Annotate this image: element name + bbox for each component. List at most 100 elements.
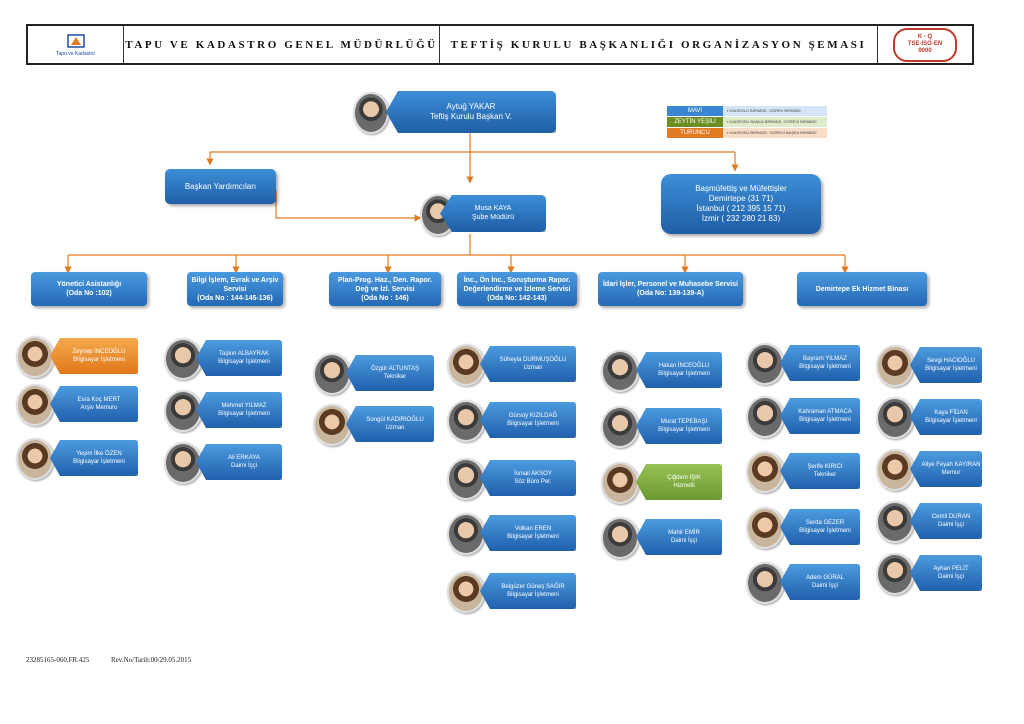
staff-name: Şerife KIRICI <box>807 464 843 470</box>
staff-name: Murat TEPEBAŞI <box>660 419 708 425</box>
staff-photo <box>447 458 485 500</box>
staff-card: Songül KADIRİOĞLU Uzman <box>346 406 434 442</box>
staff-card: Özgür ALTUNTAŞ Tekniker <box>346 355 434 391</box>
header-title-right: TEFTİŞ KURULU BAŞKANLIĞI ORGANİZASYON ŞE… <box>440 26 878 63</box>
staff-title: Arşiv Memuru <box>80 405 118 411</box>
staff-name: Serda GEZER <box>805 520 845 526</box>
staff-title: Bilgisayar İşletmeni <box>73 459 125 465</box>
staff-title: Bilgisayar İşletmeni <box>799 364 851 370</box>
staff-card: Taşkın ALBAYRAK Bilgisayar İşletmeni <box>196 340 282 376</box>
staff-photo <box>601 517 639 559</box>
department-box: Yönetici Asistanlığı(Oda No :102) <box>31 272 147 306</box>
logo-text: Tapu ve Kadastro <box>56 50 95 57</box>
staff-photo <box>876 345 914 387</box>
cert-top: K - Q <box>917 34 933 40</box>
staff-title: Bilgisayar İşletmeni <box>799 528 851 534</box>
department-name: Plan-Prog. Haz., Den. Rapor. Değ ve İzl.… <box>337 276 433 293</box>
staff-photo <box>447 400 485 442</box>
legend-color-label: MAVİ <box>667 106 723 116</box>
staff-photo <box>164 338 202 380</box>
staff-title: Uzman <box>523 365 543 371</box>
legend-row: MAVİ ▪ KADROLU BİRİMDE, GÖREV BİRİMDE <box>667 106 827 116</box>
staff-photo <box>16 438 54 480</box>
deputies-box: Başkan Yardımcıları <box>165 169 276 204</box>
staff-photo <box>447 344 485 386</box>
staff-photo <box>313 404 351 446</box>
staff-name: Zeynep İNCEOĞLU <box>72 349 126 355</box>
staff-title: Bilgisayar İşletmeni <box>658 371 710 377</box>
staff-photo <box>876 553 914 595</box>
staff-photo <box>601 350 639 392</box>
staff-photo <box>876 501 914 543</box>
staff-card: Serda GEZER Bilgisayar İşletmeni <box>780 509 860 545</box>
staff-card: Gürsoy KIZILDAĞ Bilgisayar İşletmeni <box>480 402 576 438</box>
footer-code: 23285165-060.FR.425 <box>26 656 90 664</box>
legend-description: ▪ KADROLU BİRİMDE, GÖREV BİRİMDE <box>727 108 802 113</box>
staff-name: Adem GÜRAL <box>805 575 844 581</box>
department-name: Demirtepe Ek Hizmet Binası <box>815 285 909 293</box>
staff-name: Songül KADIRİOĞLU <box>366 417 424 423</box>
staff-photo <box>746 396 784 438</box>
staff-title: Bilgisayar İşletmeni <box>925 366 977 372</box>
staff-name: Ayhan PELİT <box>933 566 969 572</box>
department-name: Bilgi İşlem, Evrak ve Arşiv Servisi <box>191 276 279 293</box>
inspectors-line3: İstanbul ( 212 395 15 71) <box>696 204 786 213</box>
department-room: (Oda No : 144-145-136) <box>197 294 273 302</box>
staff-name: Sevgi HACIOĞLU <box>926 358 975 364</box>
staff-title: Bilgisayar İşletmeni <box>218 411 270 417</box>
staff-title: Uzman <box>385 425 405 431</box>
legend-row: ZEYTİN YEŞİLİ▪ KADROSU BAŞKA BİRİMDE, GÖ… <box>667 117 827 127</box>
staff-photo <box>746 343 784 385</box>
head-title: Teftiş Kurulu Başkan V. <box>430 112 512 121</box>
department-box: Bilgi İşlem, Evrak ve Arşiv Servisi(Oda … <box>187 272 283 306</box>
logo: Tapu ve Kadastro <box>28 26 124 63</box>
staff-photo <box>601 406 639 448</box>
staff-title: Bilgisayar İşletmeni <box>507 421 559 427</box>
staff-photo <box>746 507 784 549</box>
staff-name: Özgür ALTUNTAŞ <box>370 366 420 372</box>
staff-name: Hakan İNCEOĞLU <box>658 363 710 369</box>
header-bar: Tapu ve Kadastro TAPU VE KADASTRO GENEL … <box>26 24 974 65</box>
staff-photo <box>164 390 202 432</box>
legend-row: TURUNCU▪ KADROSU BİRİMDE, GÖREVİ BAŞKA B… <box>667 128 827 138</box>
legend-description: ▪ KADROSU BİRİMDE, GÖREVİ BAŞKA BİRİMDE <box>727 130 817 135</box>
inspectors-line4: İzmir ( 232 280 21 83) <box>701 214 781 223</box>
staff-title: Hizmetli <box>673 483 695 489</box>
staff-name: Bayram YILMAZ <box>803 356 847 362</box>
staff-photo <box>746 451 784 493</box>
staff-name: Gürsoy KIZILDAĞ <box>508 413 558 419</box>
staff-title: Daimi İşçi <box>937 574 964 580</box>
tkgm-logo-icon <box>65 33 87 51</box>
staff-title: Bilgisayar İşletmeni <box>218 359 270 365</box>
staff-name: Mahir EMİR <box>668 530 700 536</box>
staff-name: Kahraman ATMACA <box>798 409 852 415</box>
staff-name: Taşkın ALBAYRAK <box>219 351 269 357</box>
department-room: (Oda No : 146) <box>361 294 409 302</box>
inspectors-line2: Demirtepe (31 71) <box>708 194 774 203</box>
staff-title: Bilgisayar İşletmeni <box>507 592 559 598</box>
staff-name: Volkan EREN <box>514 526 552 532</box>
staff-card: Sevgi HACIOĞLU Bilgisayar İşletmeni <box>910 347 982 383</box>
staff-photo <box>447 571 485 613</box>
staff-title: Daimi İşçi <box>670 538 697 544</box>
staff-name: Cemil DURAN <box>931 514 971 520</box>
department-room: (Oda No: 139-139-A) <box>637 290 704 297</box>
staff-title: Daimi İşçi <box>811 583 838 589</box>
staff-title: Daimi İşçi <box>937 522 964 528</box>
staff-title: Tekniker <box>383 374 407 380</box>
cert-bot: 9000 <box>918 48 932 54</box>
staff-name: İsmail AKSOY <box>514 471 552 477</box>
department-box: Demirtepe Ek Hizmet Binası <box>797 272 927 306</box>
head-photo <box>353 92 389 134</box>
department-room: (Oda No :102) <box>66 290 112 297</box>
